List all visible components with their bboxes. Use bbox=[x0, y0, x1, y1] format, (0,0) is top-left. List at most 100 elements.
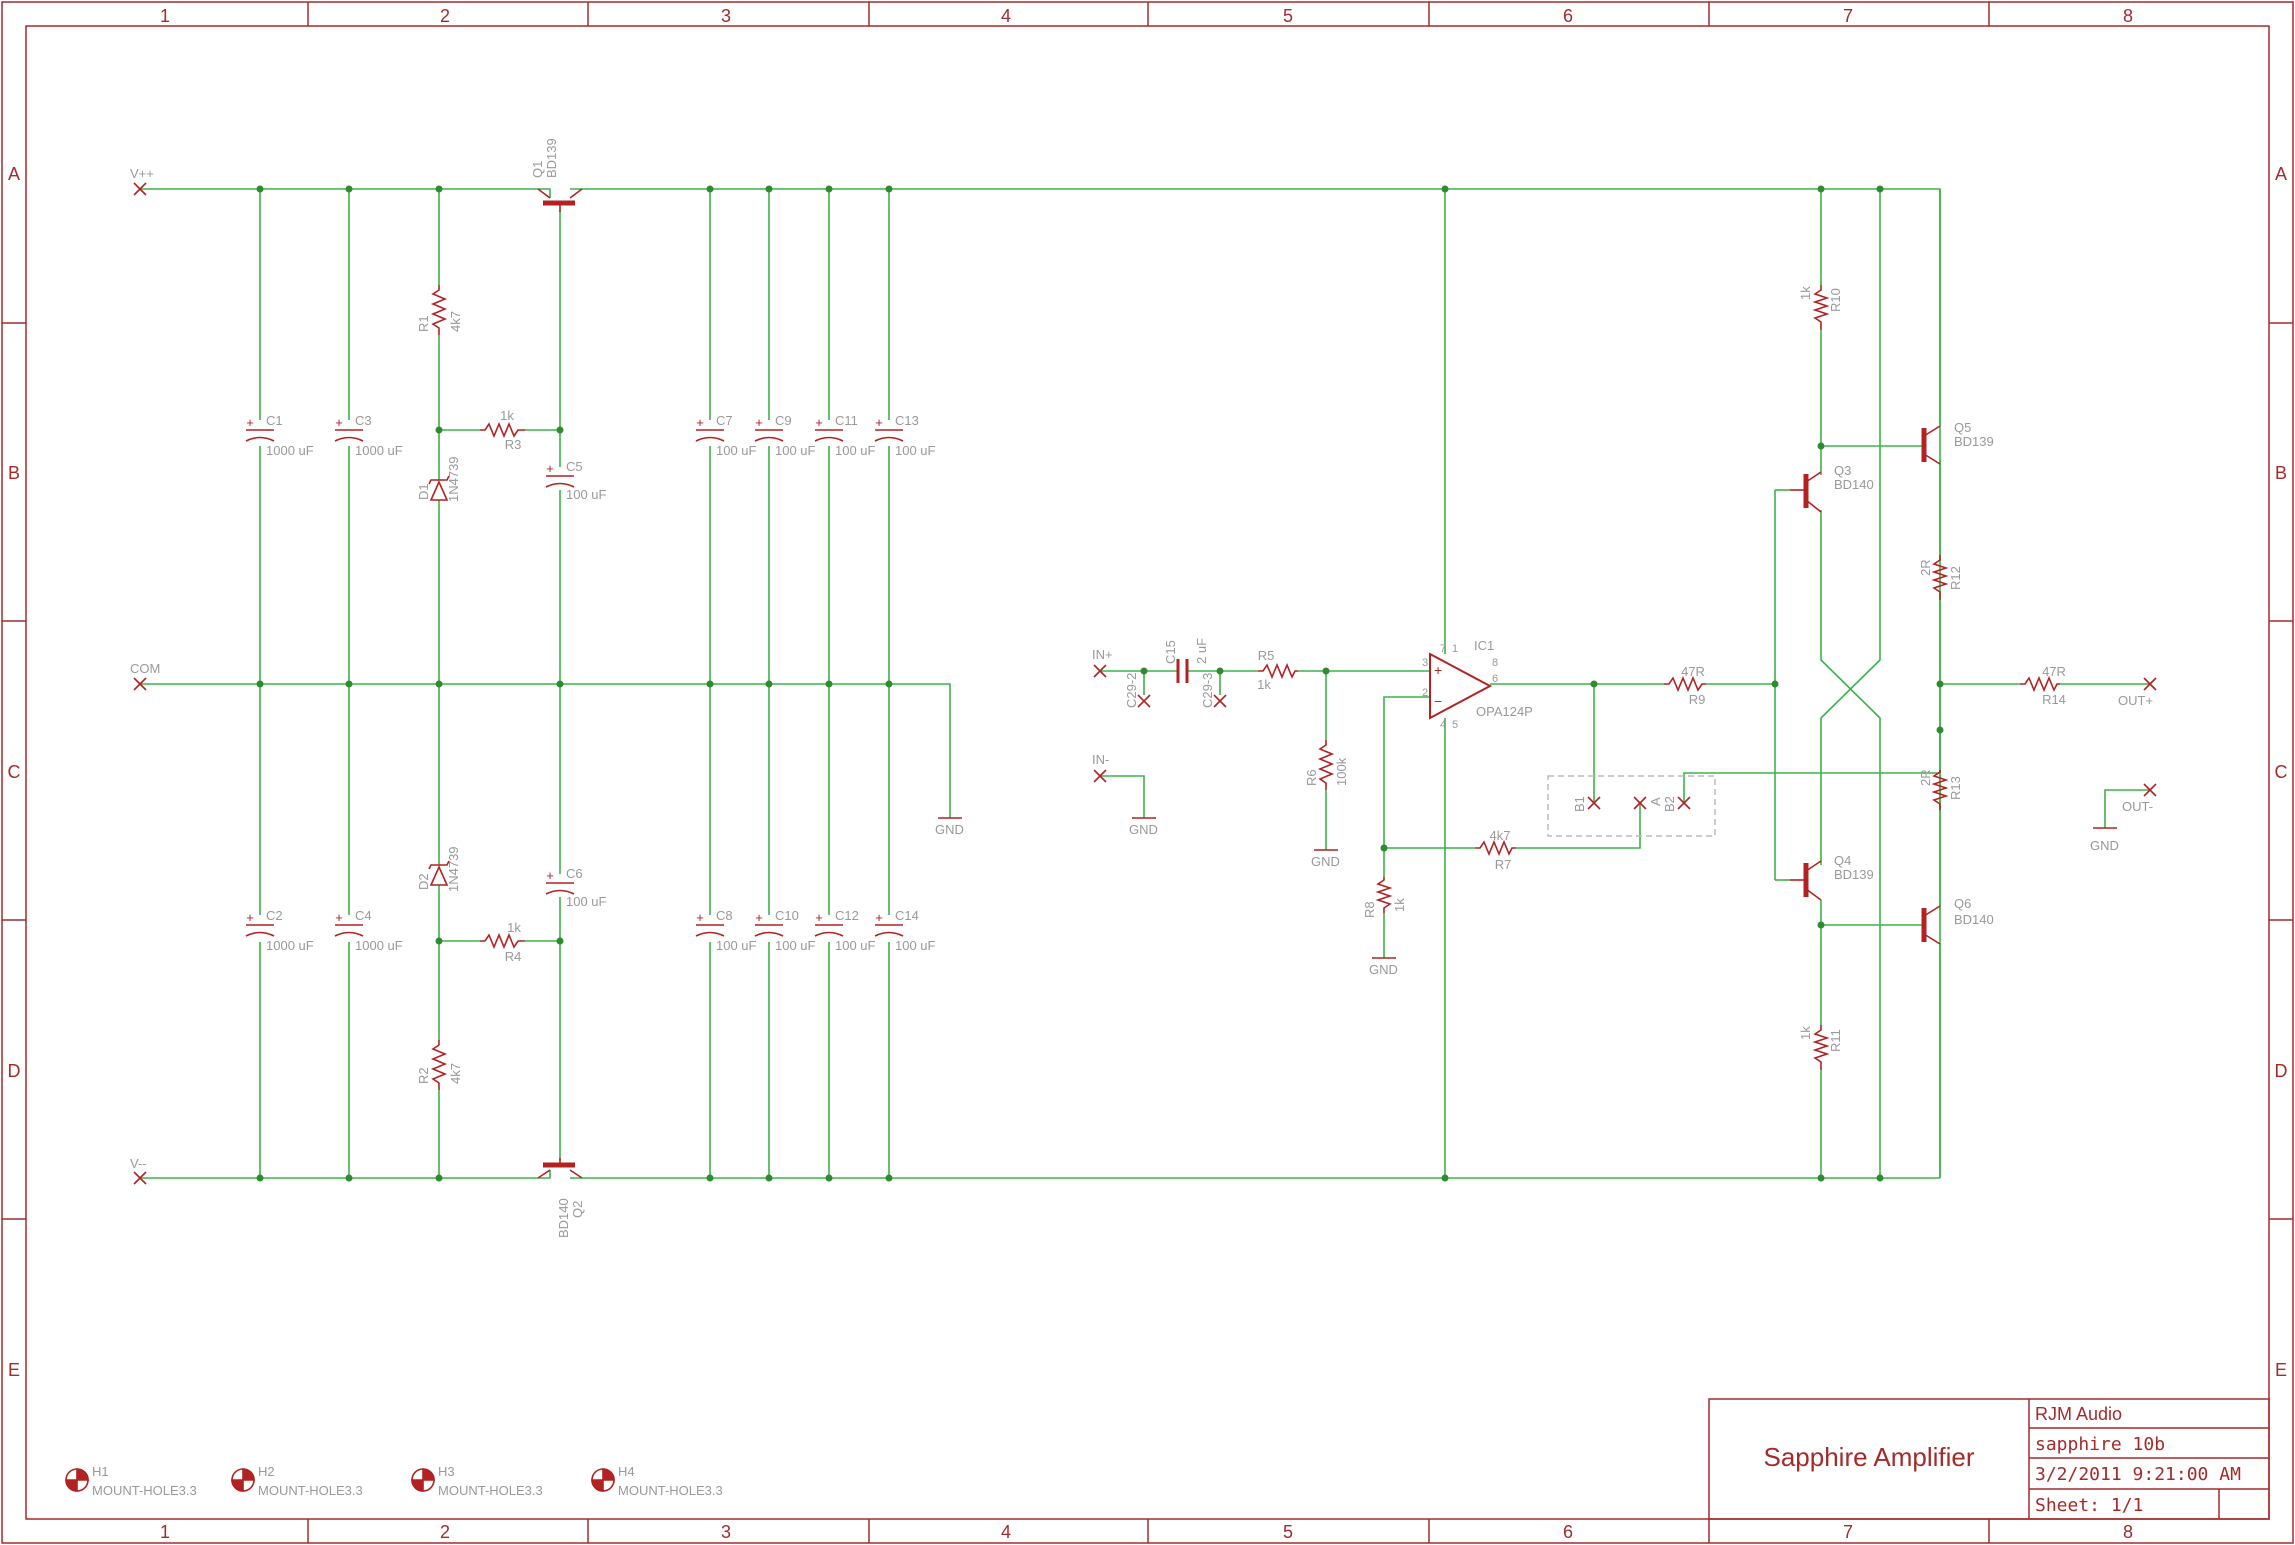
svg-text:1k: 1k bbox=[500, 408, 514, 423]
label-com: COM bbox=[130, 661, 160, 676]
svg-text:R3: R3 bbox=[505, 437, 522, 452]
svg-text:Q5: Q5 bbox=[1954, 420, 1971, 435]
svg-text:+: + bbox=[696, 910, 704, 925]
capacitor-c15 bbox=[1176, 659, 1189, 683]
polarity-markers: ++ ++ ++ ++ ++ ++ ++ bbox=[246, 415, 883, 925]
svg-text:+: + bbox=[1434, 662, 1442, 678]
col-label-bottom-4: 4 bbox=[1001, 1522, 1011, 1542]
svg-text:4k7: 4k7 bbox=[448, 1063, 463, 1084]
zener-d1 bbox=[428, 475, 450, 501]
svg-text:MOUNT-HOLE3.3: MOUNT-HOLE3.3 bbox=[438, 1483, 543, 1498]
terminal-out-plus[interactable] bbox=[2143, 677, 2157, 691]
zener-d2 bbox=[428, 860, 450, 886]
opamp-input-signs: + − bbox=[1434, 662, 1442, 709]
svg-text:R7: R7 bbox=[1495, 857, 1512, 872]
svg-text:MOUNT-HOLE3.3: MOUNT-HOLE3.3 bbox=[618, 1483, 723, 1498]
svg-text:4k7: 4k7 bbox=[448, 311, 463, 332]
svg-text:R14: R14 bbox=[2042, 692, 2066, 707]
col-label-bottom-5: 5 bbox=[1283, 1522, 1293, 1542]
capacitor-c3 bbox=[334, 429, 364, 442]
resistor-r10 bbox=[1812, 285, 1830, 330]
svg-text:R5: R5 bbox=[1258, 648, 1275, 663]
svg-text:+: + bbox=[546, 868, 554, 883]
col-label-top-8: 8 bbox=[2123, 6, 2133, 26]
svg-text:1000 uF: 1000 uF bbox=[266, 443, 314, 458]
resistor-r11 bbox=[1812, 1025, 1830, 1070]
svg-text:8: 8 bbox=[1492, 657, 1498, 669]
transistor-q5 bbox=[1921, 425, 1941, 465]
svg-text:100k: 100k bbox=[1334, 757, 1349, 786]
terminal-a[interactable] bbox=[1633, 796, 1647, 810]
svg-text:1k: 1k bbox=[507, 920, 521, 935]
svg-text:BD140: BD140 bbox=[1954, 912, 1994, 927]
capacitor-c9 bbox=[754, 429, 784, 442]
row-label-left-a: A bbox=[8, 164, 20, 184]
col-label-top-1: 1 bbox=[160, 6, 170, 26]
svg-text:R13: R13 bbox=[1948, 776, 1963, 800]
capacitor-c13 bbox=[874, 429, 904, 442]
svg-text:+: + bbox=[755, 415, 763, 430]
jumper-box bbox=[1547, 775, 1716, 837]
svg-text:+: + bbox=[755, 910, 763, 925]
svg-text:H1: H1 bbox=[92, 1464, 109, 1479]
svg-text:C8: C8 bbox=[716, 908, 733, 923]
svg-text:BD139: BD139 bbox=[1954, 434, 1994, 449]
svg-text:C4: C4 bbox=[355, 908, 372, 923]
svg-text:C13: C13 bbox=[895, 413, 919, 428]
svg-text:47R: 47R bbox=[1681, 664, 1705, 679]
svg-text:Q4: Q4 bbox=[1834, 853, 1851, 868]
svg-text:C14: C14 bbox=[895, 908, 919, 923]
svg-text:B1: B1 bbox=[1572, 796, 1587, 812]
row-label-right-a: A bbox=[2275, 164, 2287, 184]
wire-vpp-left bbox=[140, 188, 551, 198]
svg-text:100 uF: 100 uF bbox=[835, 938, 876, 953]
resistor-r3 bbox=[480, 421, 525, 439]
svg-text:+: + bbox=[815, 415, 823, 430]
svg-text:R10: R10 bbox=[1828, 288, 1843, 312]
label-gnd-r8: GND bbox=[1369, 962, 1398, 977]
terminal-c29-2[interactable] bbox=[1137, 694, 1151, 708]
transistor-q3 bbox=[1790, 471, 1822, 513]
svg-text:100 uF: 100 uF bbox=[835, 443, 876, 458]
capacitor-c8 bbox=[695, 924, 725, 937]
svg-text:A: A bbox=[1648, 797, 1663, 806]
svg-text:C5: C5 bbox=[566, 459, 583, 474]
svg-text:1k: 1k bbox=[1257, 677, 1271, 692]
svg-text:−: − bbox=[1434, 693, 1442, 709]
terminal-b2[interactable] bbox=[1677, 796, 1691, 810]
transistor-q1 bbox=[537, 188, 583, 212]
svg-text:BD139: BD139 bbox=[1834, 867, 1874, 882]
terminal-com[interactable] bbox=[133, 677, 147, 691]
resistor-r4 bbox=[480, 932, 525, 950]
label-in-plus: IN+ bbox=[1092, 647, 1113, 662]
svg-text:47R: 47R bbox=[2042, 664, 2066, 679]
resistor-r13 bbox=[1931, 770, 1949, 810]
row-label-right-d: D bbox=[2275, 1061, 2288, 1081]
terminal-b1[interactable] bbox=[1587, 796, 1601, 810]
wire-com bbox=[140, 683, 951, 818]
terminal-vpp[interactable] bbox=[133, 182, 147, 196]
terminal-in-minus[interactable] bbox=[1093, 769, 1107, 783]
terminal-vmm[interactable] bbox=[133, 1171, 147, 1185]
svg-text:100 uF: 100 uF bbox=[566, 894, 607, 909]
terminal-in-plus[interactable] bbox=[1093, 664, 1107, 678]
terminal-c29-3[interactable] bbox=[1213, 694, 1227, 708]
row-label-left-b: B bbox=[8, 463, 20, 483]
svg-text:2 uF: 2 uF bbox=[1194, 638, 1209, 664]
svg-text:6: 6 bbox=[1492, 673, 1498, 685]
svg-text:BD140: BD140 bbox=[1834, 477, 1874, 492]
svg-text:C11: C11 bbox=[835, 413, 858, 428]
svg-text:R11: R11 bbox=[1828, 1029, 1843, 1052]
svg-text:+: + bbox=[335, 910, 343, 925]
terminal-out-minus[interactable] bbox=[2143, 783, 2157, 797]
capacitor-c4 bbox=[334, 924, 364, 937]
svg-text:1: 1 bbox=[1452, 643, 1458, 655]
svg-text:2: 2 bbox=[1422, 687, 1428, 699]
svg-text:R12: R12 bbox=[1948, 566, 1963, 590]
transistor-q2 bbox=[537, 1158, 583, 1179]
svg-text:1k: 1k bbox=[1798, 1026, 1813, 1040]
svg-text:BD140: BD140 bbox=[556, 1198, 571, 1238]
col-label-top-7: 7 bbox=[1843, 6, 1853, 26]
svg-text:R4: R4 bbox=[505, 949, 522, 964]
resistor-r2 bbox=[430, 1040, 448, 1090]
